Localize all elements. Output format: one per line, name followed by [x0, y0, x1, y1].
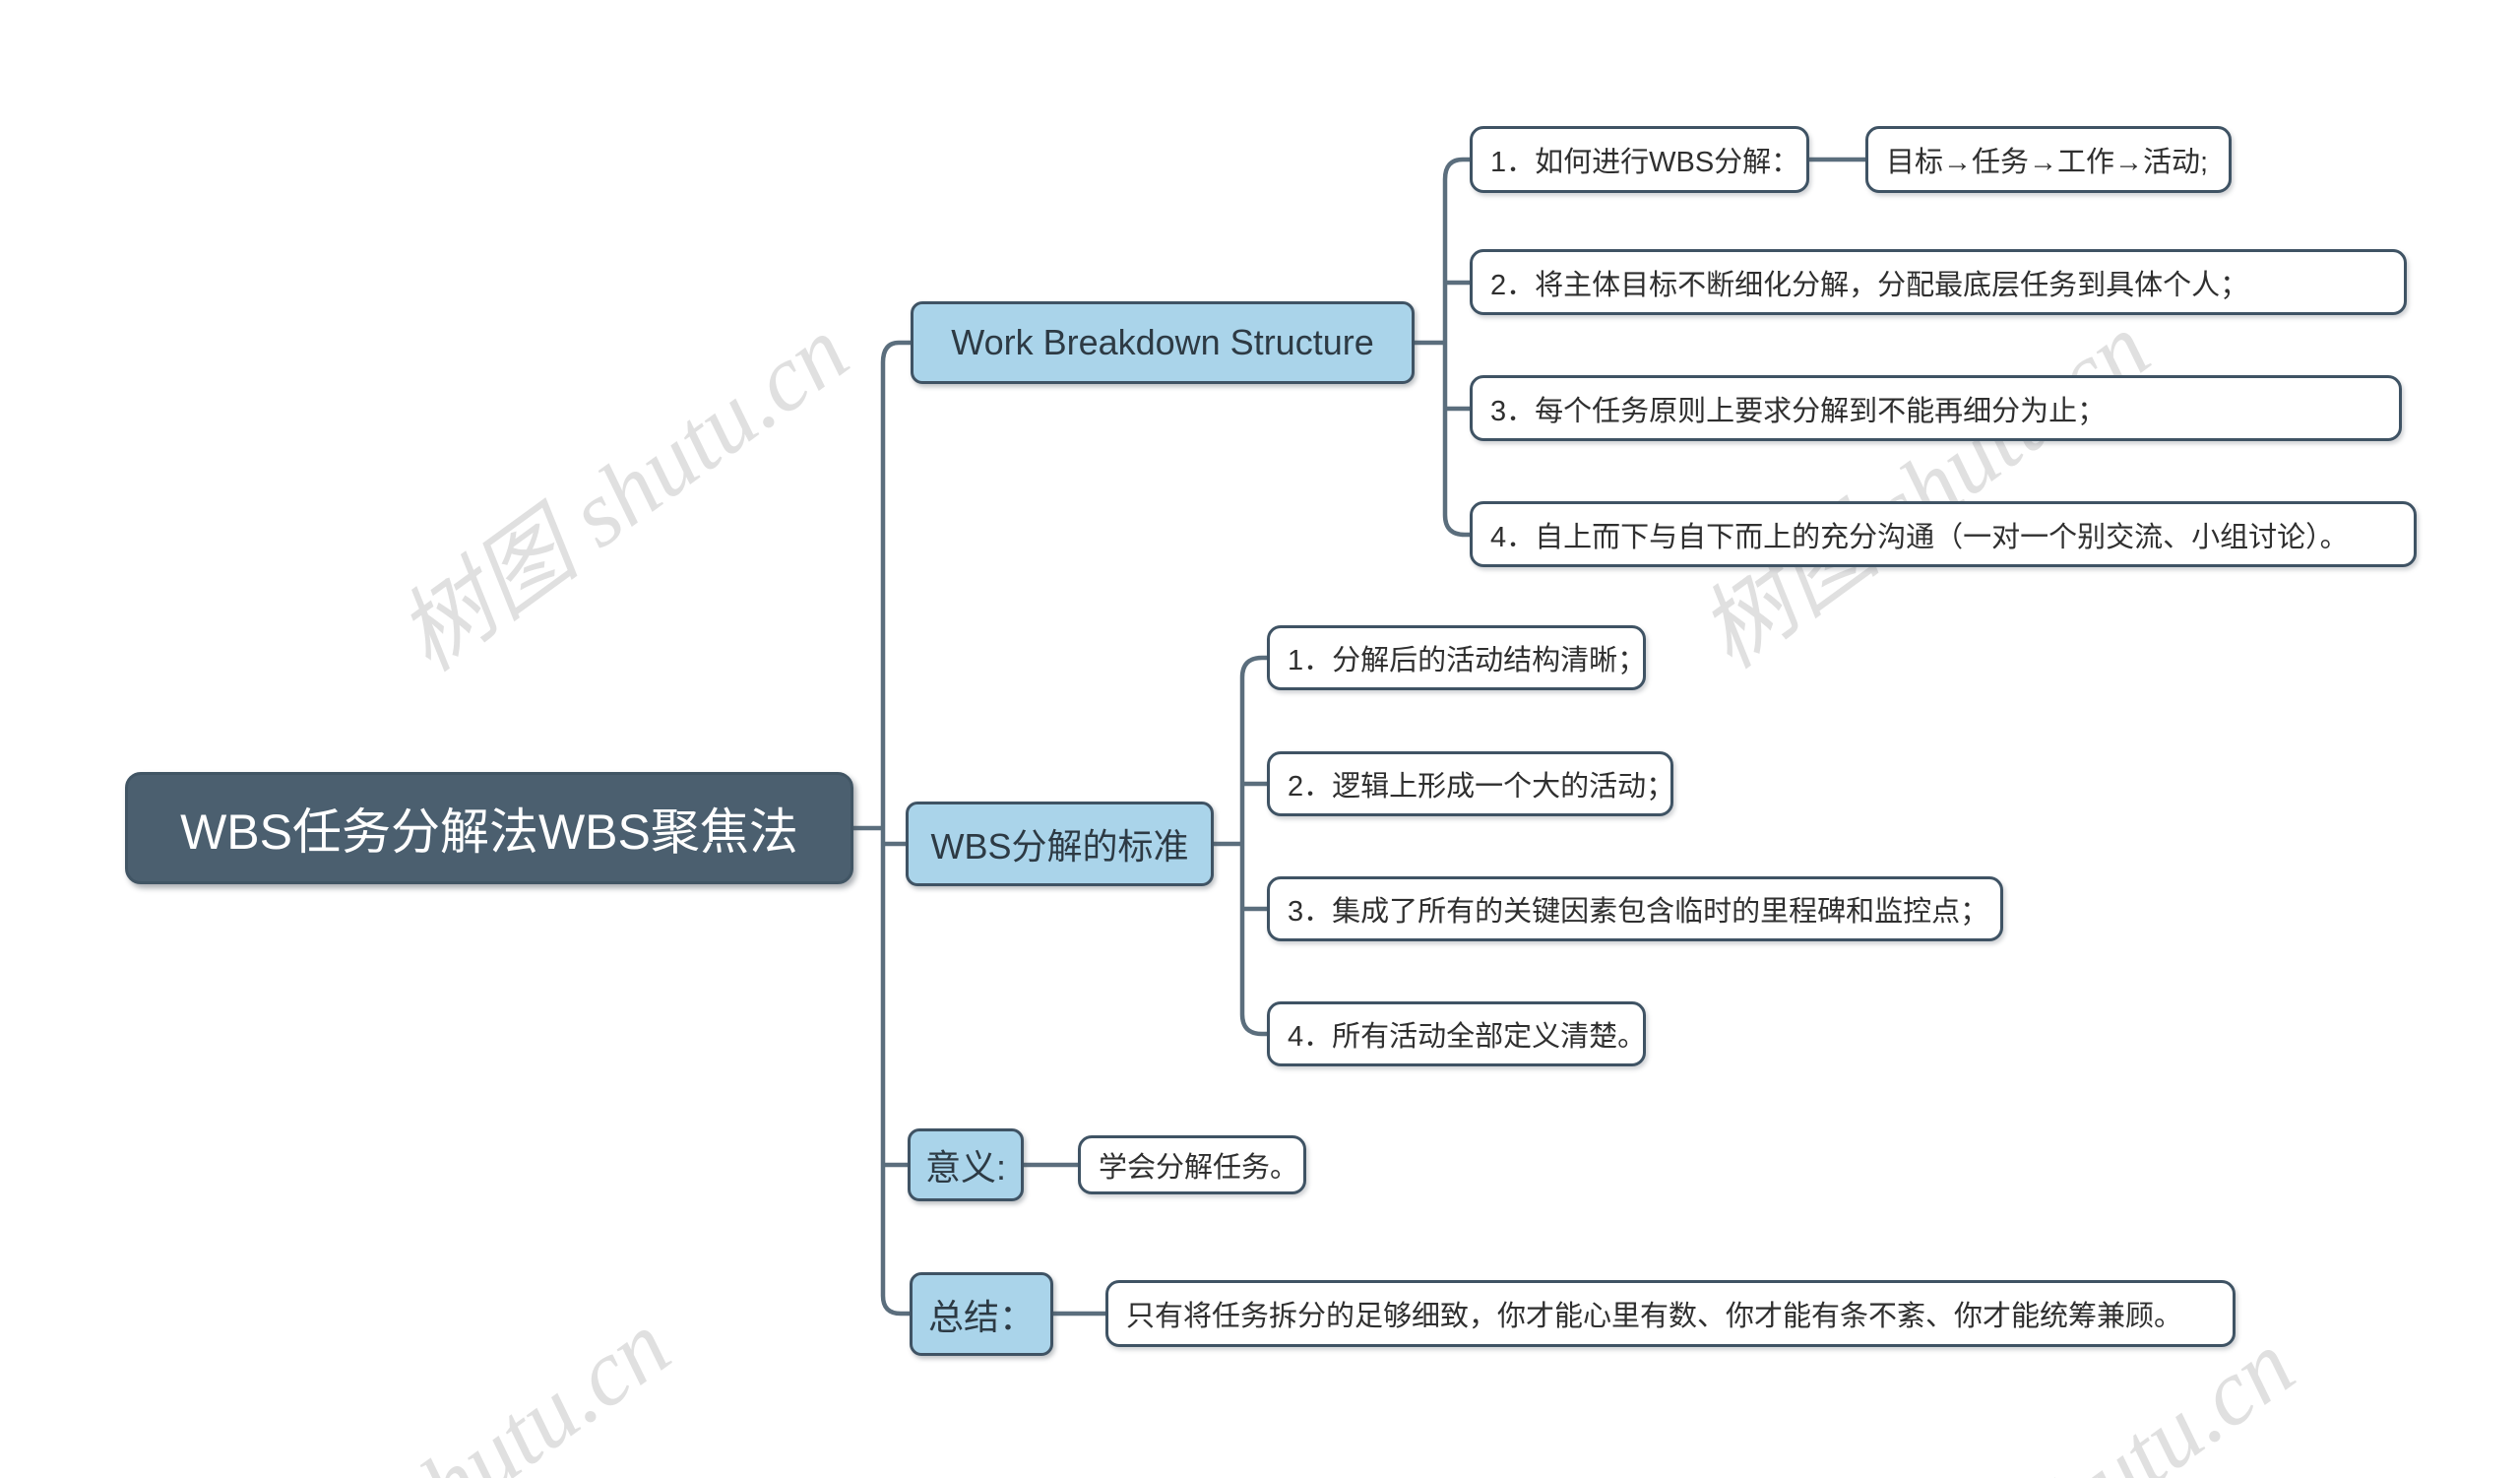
child-label: 1．分解后的活动结构清晰；: [1288, 645, 1647, 676]
watermark-top-right: 树图 shutu.cn: [1681, 294, 2168, 688]
node-summary-detail[interactable]: 只有将任务拆分的足够细致，你才能心里有数、你才能有条不紊、你才能统筹兼顾。: [1105, 1280, 2236, 1347]
node-refine-decompose[interactable]: 2．将主体目标不断细化分解，分配最底层任务到具体个人；: [1470, 249, 2407, 315]
root-label: WBS任务分解法WBS聚焦法: [180, 804, 798, 860]
branch-label: 意义:: [924, 1147, 1006, 1188]
child-label: 目标→任务→工作→活动;: [1886, 147, 2209, 178]
node-learn-decompose[interactable]: 学会分解任务。: [1078, 1135, 1306, 1194]
branch-label: WBS分解的标准: [930, 826, 1189, 867]
node-key-factors-milestones[interactable]: 3．集成了所有的关键因素包含临时的里程碑和监控点；: [1267, 876, 2003, 941]
child-label: 1．如何进行WBS分解：: [1490, 147, 1800, 178]
watermark-top-left: 树图 shutu.cn: [380, 297, 866, 691]
child-label: 只有将任务拆分的足够细致，你才能心里有数、你才能有条不紊、你才能统筹兼顾。: [1126, 1301, 2183, 1332]
branch-label: Work Breakdown Structure: [951, 322, 1374, 362]
child-label: 学会分解任务。: [1099, 1152, 1299, 1184]
root-node[interactable]: WBS任务分解法WBS聚焦法: [125, 772, 853, 884]
node-top-down-bottom-up[interactable]: 4．自上而下与自下而上的充分沟通（一对一个别交流、小组讨论）。: [1470, 501, 2417, 567]
node-logical-activity[interactable]: 2．逻辑上形成一个大的活动；: [1267, 751, 1675, 816]
branch-wbs-standards[interactable]: WBS分解的标准: [906, 802, 1214, 886]
branch-label: 总结：: [927, 1296, 1035, 1337]
node-all-defined[interactable]: 4．所有活动全部定义清楚。: [1267, 1001, 1646, 1066]
child-label: 4．自上而下与自下而上的充分沟通（一对一个别交流、小组讨论）。: [1490, 521, 2349, 553]
branch-work-breakdown-structure[interactable]: Work Breakdown Structure: [911, 301, 1415, 384]
child-label: 2．将主体目标不断细化分解，分配最底层任务到具体个人；: [1490, 269, 2249, 301]
node-how-to-wbs[interactable]: 1．如何进行WBS分解：: [1470, 126, 1809, 193]
child-label: 2．逻辑上形成一个大的活动；: [1288, 771, 1675, 803]
child-label: 4．所有活动全部定义清楚。: [1288, 1021, 1647, 1053]
connector-branch1-trunk: [1442, 157, 1470, 538]
branch-meaning[interactable]: 意义:: [908, 1128, 1024, 1201]
connector-branch2-trunk: [1239, 655, 1267, 1037]
branch-summary[interactable]: 总结：: [910, 1272, 1053, 1356]
node-clear-structure[interactable]: 1．分解后的活动结构清晰；: [1267, 625, 1646, 690]
child-label: 3．每个任务原则上要求分解到不能再细分为止；: [1490, 395, 2107, 427]
watermark-bottom-left: 树图 shutu.cn: [188, 1273, 692, 1478]
node-decompose-until-atomic[interactable]: 3．每个任务原则上要求分解到不能再细分为止；: [1470, 375, 2402, 441]
node-goal-task-work-activity[interactable]: 目标→任务→工作→活动;: [1865, 126, 2232, 193]
child-label: 3．集成了所有的关键因素包含临时的里程碑和监控点；: [1288, 896, 1989, 928]
